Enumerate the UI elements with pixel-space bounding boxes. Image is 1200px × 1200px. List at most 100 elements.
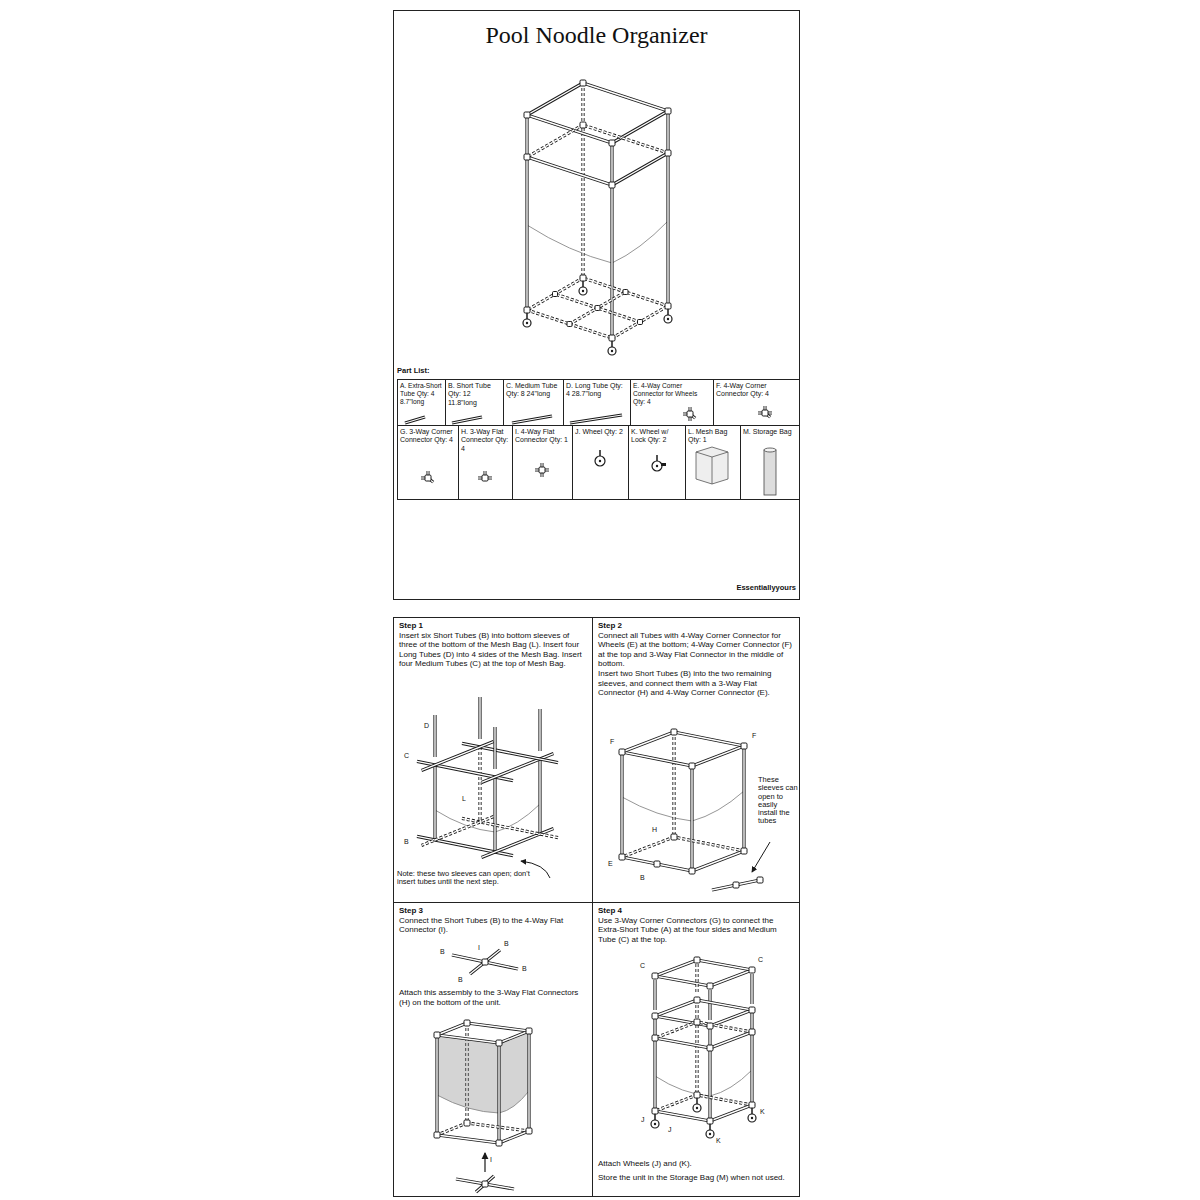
tube-inner	[622, 732, 674, 752]
tube-outline	[527, 125, 583, 157]
wheel-stem	[611, 341, 613, 347]
mesh-bag	[437, 1031, 529, 1113]
tube-inner	[622, 837, 674, 857]
tube-inner	[479, 747, 480, 822]
tube-outline	[620, 752, 623, 857]
tube-inner	[452, 955, 518, 969]
tube-outline	[692, 851, 744, 871]
part-letter: C	[404, 752, 409, 760]
tube-outline	[437, 1035, 499, 1043]
storage-bag-icon	[764, 450, 776, 495]
part-letter: K	[760, 1108, 765, 1116]
tube-inner	[434, 715, 435, 757]
part-name: I. 4-Way Flat Connector Qty: 1	[515, 428, 570, 445]
tube-inner	[437, 1135, 499, 1143]
tube-outline	[437, 1123, 467, 1135]
wheel-hub	[656, 465, 658, 467]
tube-outline	[499, 1131, 529, 1143]
tube-inner	[555, 294, 640, 322]
connector	[694, 997, 700, 1003]
part-letter: B	[522, 965, 527, 973]
tube-outline	[433, 715, 436, 757]
tube-outline	[674, 732, 744, 746]
part-letter: C	[640, 962, 645, 970]
step-instruction: Connect all Tubes with 4-Way Corner Conn…	[598, 631, 794, 669]
connector	[619, 749, 625, 755]
tube-outline	[538, 759, 541, 834]
tube-inner	[655, 1111, 710, 1121]
part-name: J. Wheel Qty: 2	[575, 428, 626, 436]
part-name: H. 3-Way Flat Connector Qty: 4	[461, 428, 510, 453]
tube-inner	[697, 1000, 752, 1010]
tube-inner	[612, 306, 668, 338]
tube-outline	[525, 115, 528, 310]
wheel-lock	[661, 463, 666, 466]
step-instruction: Use 3-Way Corner Connectors (G) to conne…	[598, 916, 794, 945]
connector	[526, 1028, 532, 1034]
tube-inner	[539, 759, 540, 834]
tube-outline	[583, 278, 668, 306]
part-letter: K	[716, 1137, 721, 1145]
tube-outline	[655, 1095, 697, 1111]
tube-inner	[476, 1176, 494, 1192]
tube-inner	[751, 1010, 752, 1105]
wheel	[608, 347, 616, 355]
tube-inner	[654, 980, 655, 1010]
tube-outline	[437, 1023, 467, 1035]
wheel	[651, 1120, 659, 1128]
tube-inner	[479, 697, 480, 739]
step-panel: Step 3Connect the Short Tubes (B) to the…	[393, 902, 593, 1197]
wheel	[595, 456, 605, 466]
tube-inner	[697, 960, 752, 970]
connector	[749, 1102, 755, 1108]
tube-inner	[655, 960, 697, 976]
tube-outline	[750, 974, 753, 1004]
tube-inner	[527, 310, 612, 338]
connector	[741, 848, 747, 854]
connector	[707, 1118, 713, 1124]
step-instruction: Attach this assembly to the 3-Way Flat C…	[399, 988, 587, 1007]
step-instruction: Attach Wheels (J) and (K).	[598, 1159, 794, 1169]
wheel-hub	[611, 350, 613, 352]
tube-outline	[622, 732, 674, 752]
part-letter: C	[758, 956, 763, 964]
connector	[665, 150, 671, 156]
tube-inner	[611, 143, 612, 338]
step-heading: Step 2	[598, 621, 794, 631]
tube-inner	[712, 880, 760, 890]
wheel	[706, 1130, 714, 1138]
tube-outline	[742, 746, 745, 851]
tube-outline	[478, 697, 481, 739]
part-name: A. Extra-Short Tube Qty: 4 8.7"long	[400, 382, 443, 406]
step4-illustration	[651, 957, 756, 1138]
connector	[733, 882, 739, 888]
tube-outline	[462, 818, 558, 837]
wheel	[579, 287, 587, 295]
connector	[665, 108, 671, 114]
step-heading: Step 4	[598, 906, 794, 916]
connector	[694, 957, 700, 963]
tube-outline	[570, 292, 626, 324]
tube-outline	[655, 1111, 710, 1121]
tube-outline	[712, 880, 760, 890]
part-cell: I. 4-Way Flat Connector Qty: 1	[512, 425, 573, 500]
part-name: C. Medium Tube Qty: 8 24"long	[506, 382, 561, 399]
tube-outline	[405, 417, 425, 423]
tube-outline	[570, 415, 622, 423]
wheel-hub	[667, 318, 669, 320]
tube-outline	[655, 960, 697, 976]
tube-inner	[526, 115, 527, 310]
title: Pool Noodle Organizer	[393, 22, 800, 49]
mesh-bag	[622, 746, 744, 821]
tube-inner	[655, 1000, 697, 1016]
sheet-frame	[394, 11, 800, 600]
tube-inner	[612, 111, 668, 143]
note-text: Note: these two sleeves can open; don't …	[397, 870, 539, 887]
wheel	[523, 319, 531, 327]
tube-inner	[422, 742, 494, 771]
part-cell: K. Wheel w/ Lock Qty: 2	[628, 425, 686, 500]
leader-arrow	[752, 842, 770, 872]
mesh-bag	[527, 153, 668, 263]
tube-inner	[462, 743, 558, 762]
tube-outline	[610, 143, 613, 338]
